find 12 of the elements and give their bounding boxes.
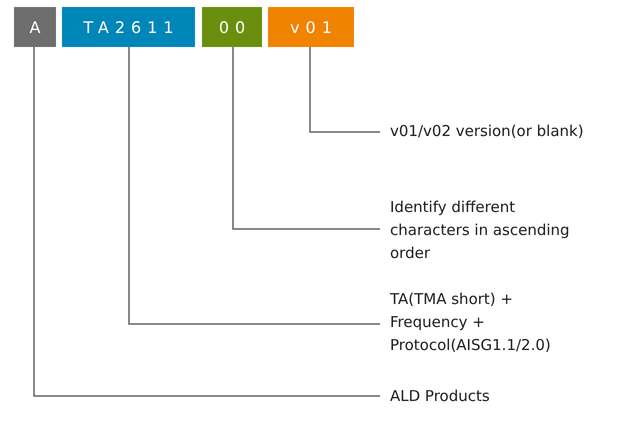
- code-segment: v01: [268, 7, 354, 47]
- leader-line: [309, 47, 380, 133]
- description-text: Identify different characters in ascending order: [380, 196, 585, 265]
- code-segment: 00: [202, 7, 262, 47]
- code-segment: TA2611: [62, 7, 195, 47]
- leader-line: [232, 47, 380, 230]
- description-text: ALD Products: [380, 385, 585, 408]
- code-segment: A: [14, 7, 56, 47]
- description-text: TA(TMA short) + Frequency + Protocol(AISG1.1/2.0): [380, 288, 585, 357]
- description-text: v01/v02 version(or blank): [380, 120, 585, 143]
- leader-line: [128, 47, 380, 325]
- leader-line: [33, 47, 380, 397]
